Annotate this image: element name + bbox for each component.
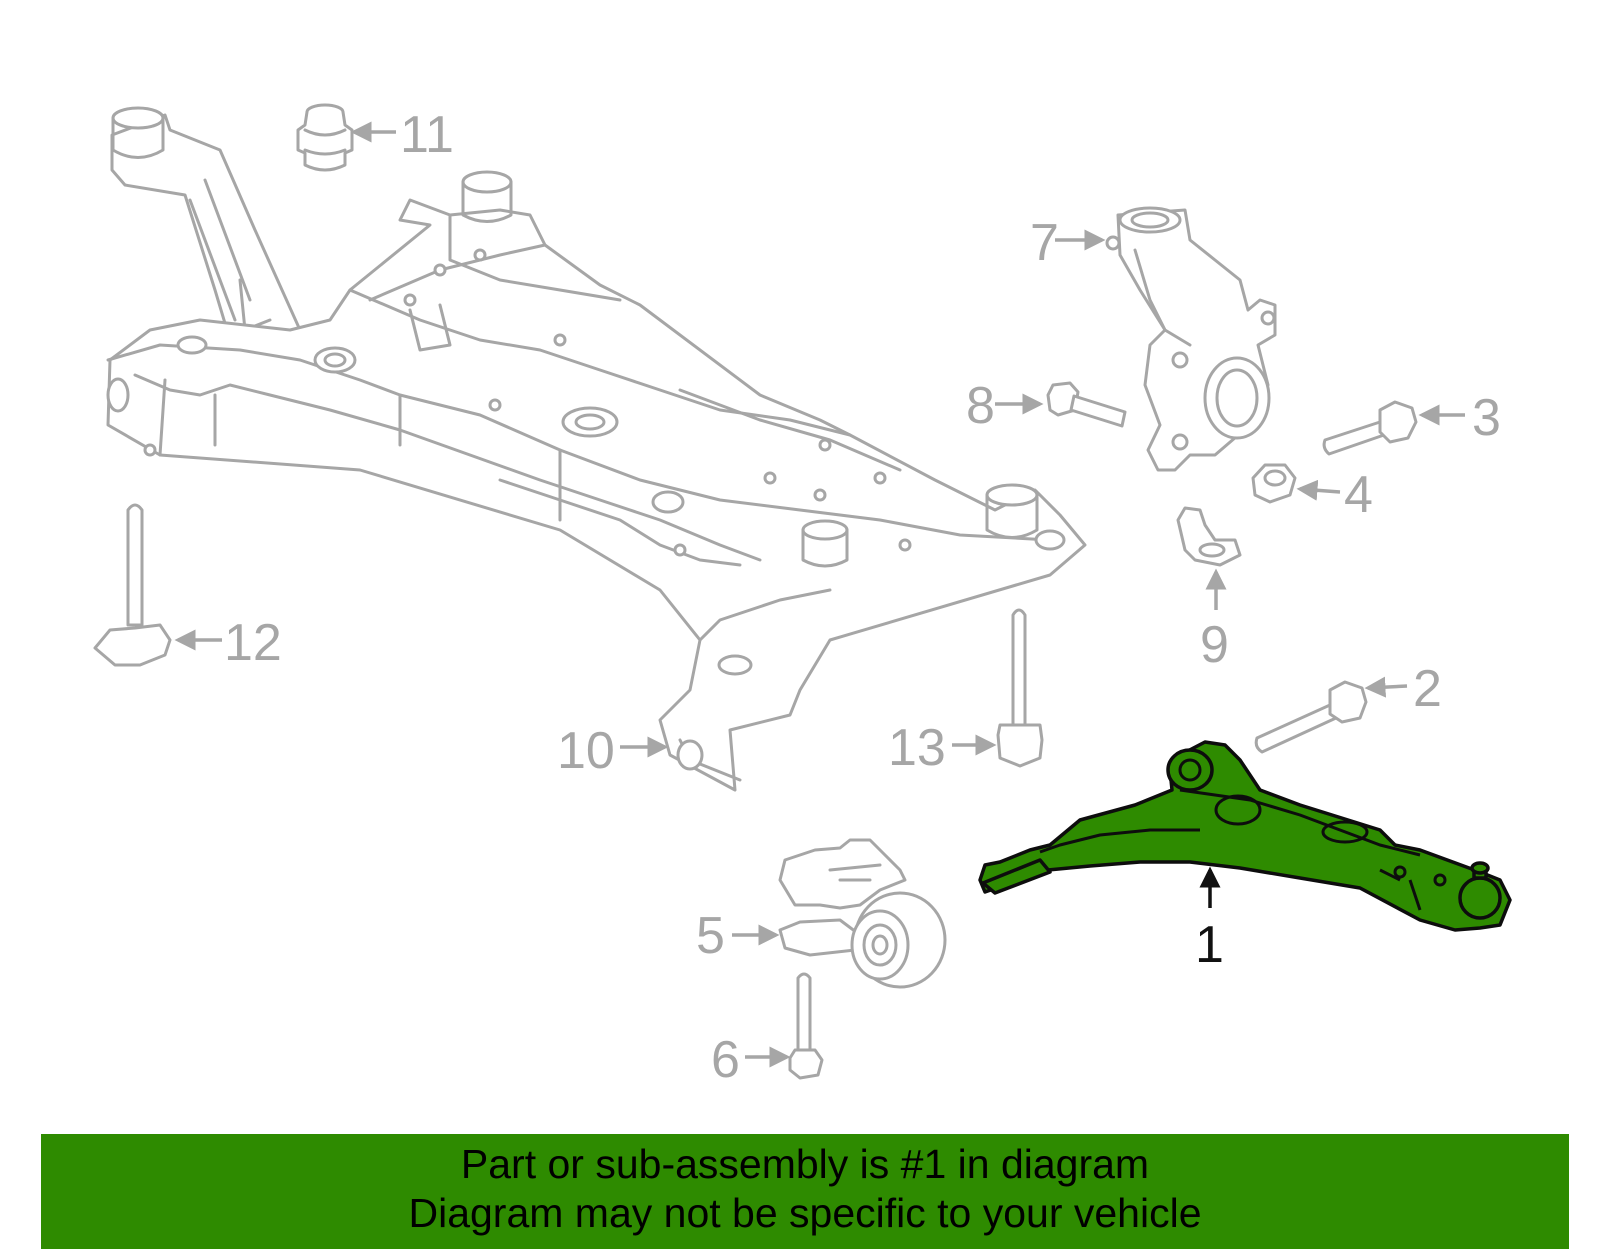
callout-5: 5 (696, 907, 725, 965)
part-6-bolt (788, 972, 824, 1080)
part-1-lower-control-arm (978, 740, 1512, 932)
callout-6: 6 (711, 1031, 740, 1089)
callout-7: 7 (1030, 214, 1059, 272)
part-12-stud-plate (93, 503, 172, 667)
banner-line-2: Diagram may not be specific to your vehi… (408, 1190, 1202, 1236)
subframe-crossmember (106, 106, 1087, 792)
callout-3: 3 (1472, 389, 1501, 447)
part-7-steering-knuckle (1105, 206, 1277, 472)
part-2-bolt (1254, 680, 1368, 754)
callout-2: 2 (1413, 660, 1442, 718)
part-8-bolt (1046, 381, 1127, 428)
callout-13: 13 (888, 719, 946, 777)
callout-9: 9 (1200, 616, 1229, 674)
callout-12: 12 (224, 614, 282, 672)
callout-1: 1 (1195, 916, 1224, 974)
part-5-bushing-bracket (778, 838, 947, 989)
callout-arrows (174, 121, 1465, 1068)
part-4-nut (1251, 463, 1297, 504)
callout-8: 8 (966, 377, 995, 435)
info-banner: Part or sub-assembly is #1 in diagram Di… (41, 1134, 1569, 1249)
part-11-mount-bushing (296, 103, 354, 172)
banner-line-1: Part or sub-assembly is #1 in diagram (460, 1141, 1150, 1187)
part-13-long-bolt (996, 608, 1044, 768)
callout-10: 10 (557, 722, 615, 780)
callout-11: 11 (400, 106, 454, 164)
part-9-clip (1176, 506, 1242, 567)
part-3-bolt (1322, 400, 1418, 456)
callout-4: 4 (1344, 466, 1373, 524)
